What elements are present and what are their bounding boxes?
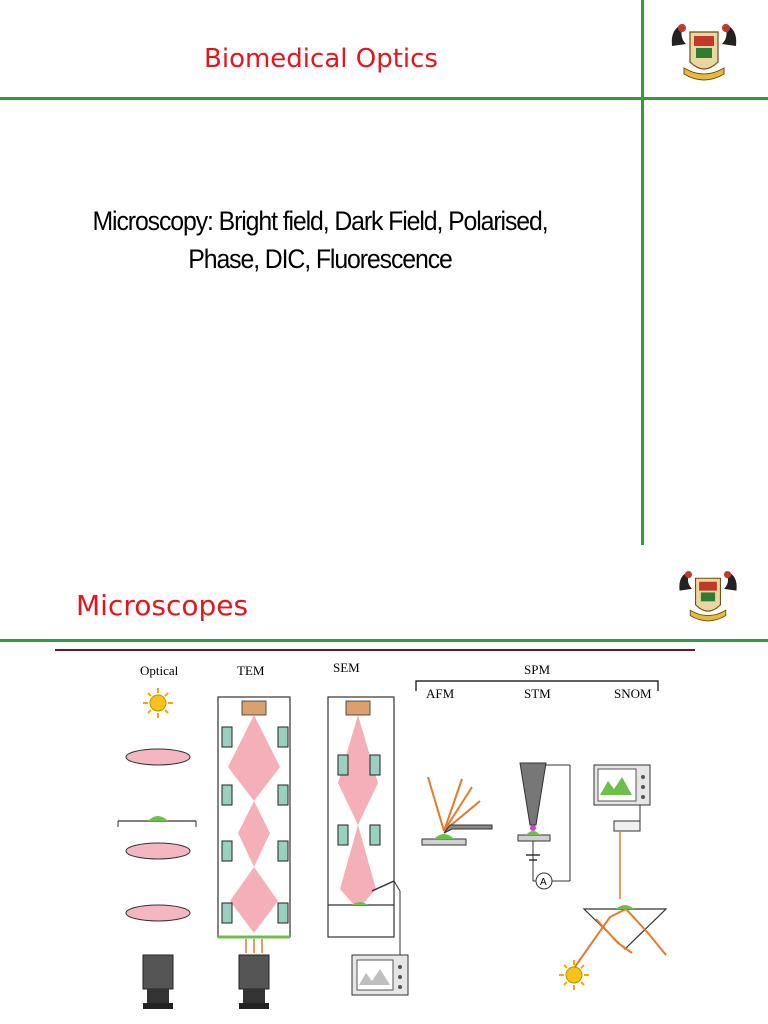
sun-icon (559, 960, 589, 990)
snom-microscope (559, 764, 668, 990)
label-sem: SEM (333, 660, 360, 675)
ammeter-label: A (540, 877, 547, 888)
slide-2-title: Microscopes (76, 589, 249, 622)
lens (125, 842, 191, 860)
detector-icon (238, 954, 270, 1009)
slide-1-subtitle: Microscopy: Bright field, Dark Field, Po… (44, 202, 596, 278)
sem-microscope (327, 696, 409, 996)
microscopes-diagram: Optical TEM SEM SPM AFM STM SNOM (117, 660, 668, 1009)
university-crest-icon (671, 24, 737, 81)
slide-1-title: Biomedical Optics (204, 44, 438, 74)
tem-microscope (217, 696, 291, 1009)
label-stm: STM (524, 686, 551, 701)
header-rule (0, 639, 768, 642)
monitor-icon (351, 954, 409, 996)
vertical-rule (641, 0, 644, 545)
subtitle-line-2: Phase, DIC, Fluorescence (188, 244, 453, 274)
optical-microscope (117, 688, 197, 1009)
label-tem: TEM (237, 663, 265, 678)
header-rule (0, 97, 768, 100)
diagram-top-rule (55, 649, 695, 651)
slide-1: Biomedical Optics Microscopy: Bright fie… (0, 0, 768, 545)
spm-bracket (415, 680, 659, 691)
sample (148, 816, 168, 821)
stm-microscope: A (517, 762, 571, 890)
monitor-icon (593, 764, 651, 806)
label-snom: SNOM (614, 686, 652, 701)
lens (125, 748, 191, 766)
slide-2: Microscopes Optical TEM SEM SPM AFM STM … (0, 545, 768, 1024)
sun-icon (143, 688, 173, 718)
label-afm: AFM (426, 686, 455, 701)
label-spm: SPM (524, 662, 550, 677)
detector-icon (142, 954, 174, 1009)
label-optical: Optical (140, 663, 179, 678)
subtitle-line-1: Microscopy: Bright field, Dark Field, Po… (92, 206, 548, 236)
lens (125, 904, 191, 922)
university-crest-icon (679, 571, 737, 622)
afm-microscope (421, 776, 493, 846)
